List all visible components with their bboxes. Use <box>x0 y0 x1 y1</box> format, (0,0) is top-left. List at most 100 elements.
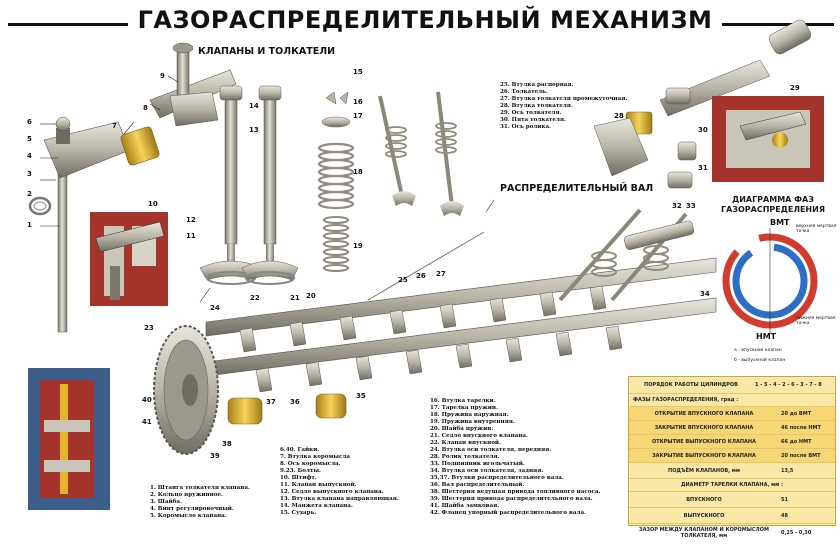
legend-item: 42. Фланец упорный распределительного ва… <box>430 510 587 516</box>
legend-item: 38. Шестерня ведущая привода топливного … <box>430 489 601 495</box>
callout-26: 26 <box>416 272 426 280</box>
callout-23: 23 <box>144 324 154 332</box>
callout-27: 27 <box>436 270 446 278</box>
legend-column-2: 6.40. Гайки. 7. Втулка коромысла 8. Ось … <box>280 447 399 517</box>
cutaway-block-detail <box>28 368 110 510</box>
camshafts <box>205 208 717 393</box>
callout-37: 37 <box>266 398 276 406</box>
callout-9: 9 <box>160 72 165 80</box>
legend-item: 22. Клапан впускной. <box>430 440 502 446</box>
legend-item: 19. Пружина внутренняя. <box>430 419 515 425</box>
legend-item: 21. Седло впускного клапана. <box>430 433 528 439</box>
spec-row-gap: ЗАЗОР МЕЖДУ КЛАПАНОМ И КОРОМЫСЛОМ ТОЛКАТ… <box>629 524 835 542</box>
spec-label: ВПУСКНОГО <box>686 496 722 503</box>
spec-row-exhaust-open: ОТКРЫТИЕ ВЫПУСКНОГО КЛАПАНА 66 до НМТ <box>629 435 835 449</box>
legend-item: 28. Втулка толкателя. <box>500 103 573 109</box>
legend-item: 33. Подшипник игольчатый. <box>430 461 525 467</box>
legend-item: 18. Пружина наружная. <box>430 412 509 418</box>
legend-item: 3. Шайба. <box>150 499 182 505</box>
callout-16: 16 <box>353 98 363 106</box>
legend-item: 13. Втулка клапана направляющая. <box>280 496 399 502</box>
spec-row-phases: ФАЗЫ ГАЗОРАСПРЕДЕЛЕНИЯ, град : <box>629 394 835 407</box>
callout-28: 28 <box>614 112 624 120</box>
spec-row-lift: ПОДЪЁМ КЛАПАНОВ, мм 13,5 <box>629 463 835 479</box>
callout-5: 5 <box>27 135 32 143</box>
callout-33: 33 <box>686 202 696 210</box>
callout-36: 36 <box>290 398 300 406</box>
camshaft-bushings <box>227 393 347 425</box>
spec-label: ЗАЗОР МЕЖДУ КЛАПАНОМ И КОРОМЫСЛОМ ТОЛКАТ… <box>639 527 769 539</box>
spec-label: ОТКРЫТИЕ ВЫПУСКНОГО КЛАПАНА <box>652 438 756 445</box>
legend-tappet-parts: 25. Втулка распорная. 26. Толкатель. 27.… <box>500 82 627 131</box>
spec-row-exhaust-plate: ВЫПУСКНОГО 48 <box>629 508 835 524</box>
cutaway-head-detail <box>90 212 168 306</box>
callout-25: 25 <box>398 276 408 284</box>
spec-label: ПОРЯДОК РАБОТЫ ЦИЛИНДРОВ <box>644 382 738 388</box>
title-rule-right <box>722 23 834 26</box>
timing-gear <box>153 325 219 455</box>
spec-table: ПОРЯДОК РАБОТЫ ЦИЛИНДРОВ 1 - 5 - 4 - 2 -… <box>628 376 836 539</box>
legend-item: 29. Ось толкателя. <box>500 110 562 116</box>
callout-40: 40 <box>142 396 152 404</box>
spec-row-plate: ДИАМЕТР ТАРЕЛКИ КЛАПАНА, мм : <box>629 479 835 492</box>
spec-value: 20 до ВМТ <box>781 410 812 417</box>
spec-label: ЗАКРЫТИЕ ВПУСКНОГО КЛАПАНА <box>654 424 754 431</box>
legend-item: 10. Штифт. <box>280 475 317 481</box>
legend-item: 31. Ось ролика. <box>500 124 552 130</box>
spec-row-exhaust-close: ЗАКРЫТИЕ ВЫПУСКНОГО КЛАПАНА 20 после ВМТ <box>629 449 835 463</box>
callout-11: 11 <box>186 232 196 240</box>
legend-item: 4. Винт регулировочный. <box>150 506 234 512</box>
callout-39: 39 <box>210 452 220 460</box>
valves-and-springs <box>199 85 355 285</box>
spec-label: ЗАКРЫТИЕ ВЫПУСКНОГО КЛАПАНА <box>652 452 756 459</box>
legend-item: 30. Пята толкателя. <box>500 117 566 123</box>
spec-label: ДИАМЕТР ТАРЕЛКИ КЛАПАНА, мм : <box>680 482 783 488</box>
spec-value: 66 до НМТ <box>781 438 812 445</box>
callout-17: 17 <box>353 112 363 120</box>
spec-label: ОТКРЫТИЕ ВПУСКНОГО КЛАПАНА <box>654 410 754 417</box>
spec-row-intake-plate: ВПУСКНОГО 51 <box>629 492 835 508</box>
page-title: ГАЗОРАСПРЕДЕЛИТЕЛЬНЫЙ МЕХАНИЗМ <box>137 6 713 34</box>
callout-31: 31 <box>698 164 708 172</box>
callout-14: 14 <box>249 102 259 110</box>
callout-10: 10 <box>148 200 158 208</box>
legend-item: 9.23. Болты. <box>280 468 321 474</box>
legend-item: 16. Втулка тарелки. <box>430 398 496 404</box>
callout-3: 3 <box>27 170 32 178</box>
spec-value: 51 <box>781 496 788 503</box>
exhaust-valve-key: б - выпускной клапан <box>734 358 786 363</box>
section-label-valves: КЛАПАНЫ И ТОЛКАТЕЛИ <box>198 46 336 57</box>
bdc-note: нижняя мертвая точка <box>796 316 836 326</box>
legend-item: 26. Толкатель. <box>500 89 548 95</box>
title-bar: ГАЗОРАСПРЕДЕЛИТЕЛЬНЫЙ МЕХАНИЗМ <box>0 6 840 42</box>
callout-15: 15 <box>353 68 363 76</box>
spec-row-firing-order: ПОРЯДОК РАБОТЫ ЦИЛИНДРОВ 1 - 5 - 4 - 2 -… <box>629 377 835 394</box>
callout-8: 8 <box>143 104 148 112</box>
legend-item: 6.40. Гайки. <box>280 447 320 453</box>
title-rule-left <box>8 23 128 26</box>
callout-32: 32 <box>672 202 682 210</box>
legend-item: 17. Тарелка пружин. <box>430 405 498 411</box>
callout-6: 6 <box>27 118 32 126</box>
callout-21: 21 <box>290 294 300 302</box>
spec-label: ПОДЪЁМ КЛАПАНОВ, мм <box>668 467 740 474</box>
callout-38: 38 <box>222 440 232 448</box>
rocker-assembly <box>28 42 237 333</box>
spec-label: ВЫПУСКНОГО <box>683 512 725 519</box>
phase-diagram-title: ДИАГРАММА ФАЗ ГАЗОРАСПРЕДЕЛЕНИЯ <box>721 195 825 214</box>
legend-item: 7. Втулка коромысла <box>280 454 350 460</box>
legend-item: 14. Манжета клапана. <box>280 503 353 509</box>
legend-item: 11. Клапан выпускной. <box>280 482 357 488</box>
legend-item: 27. Втулка толкателя промежуточная. <box>500 96 628 102</box>
legend-item: 8. Ось коромысла. <box>280 461 341 467</box>
callout-18: 18 <box>353 168 363 176</box>
leader-lines <box>40 75 495 303</box>
tdc-label: ВМТ <box>770 218 790 227</box>
legend-item: 39. Шестерня привода распределительного … <box>430 496 593 502</box>
spec-value: 1 - 5 - 4 - 2 - 6 - 3 - 7 - 8 <box>755 382 822 388</box>
spec-value: 46 после НМТ <box>781 424 821 431</box>
legend-item: 28. Ролик толкателя. <box>430 454 500 460</box>
callout-34: 34 <box>700 290 710 298</box>
legend-column-3: 16. Втулка тарелки. 17. Тарелка пружин. … <box>430 398 600 517</box>
spec-value: 0,25 - 0,30 <box>781 530 812 536</box>
